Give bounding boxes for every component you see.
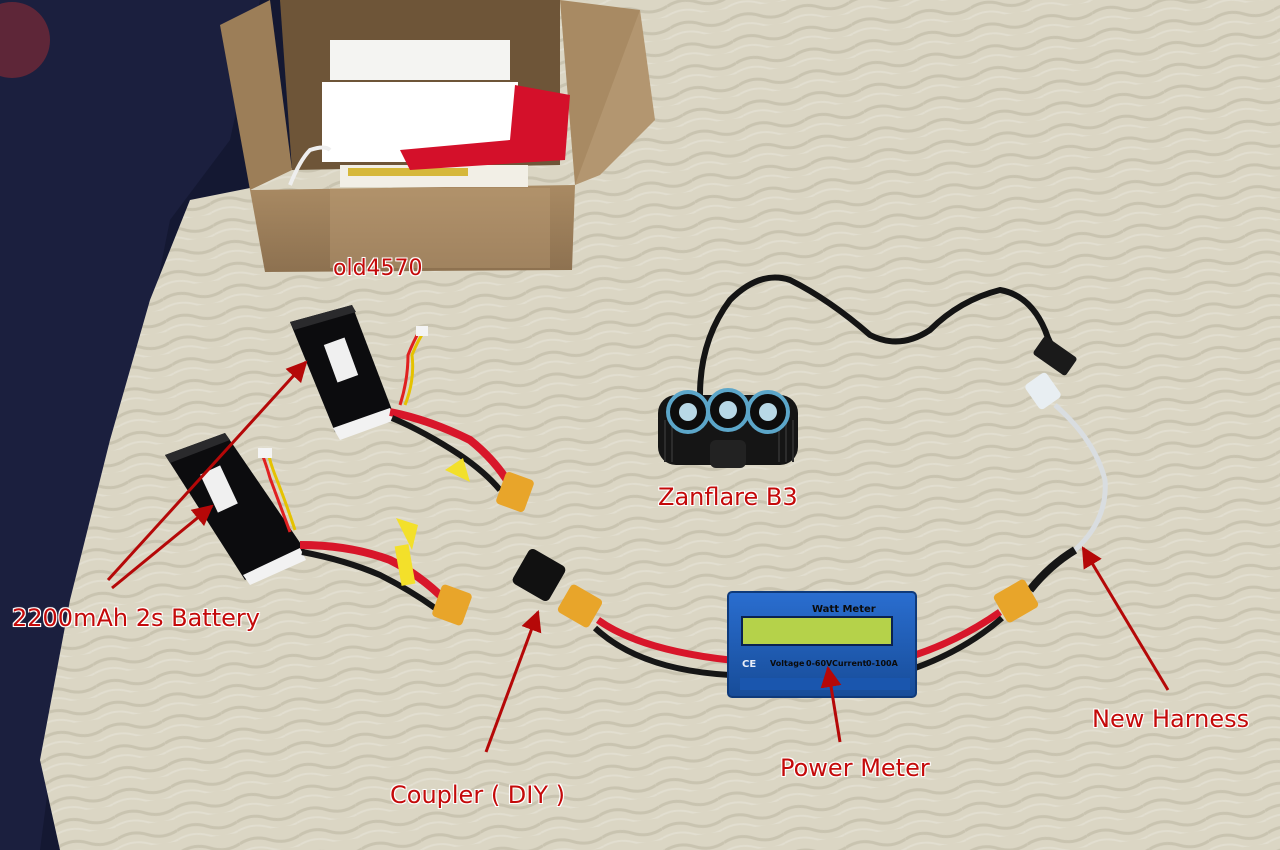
watt-meter: Watt Meter CE Voltage 0-60V Current 0-10…	[727, 591, 917, 698]
battery-label: 2200mAh 2s Battery	[12, 604, 260, 632]
coupler-cable	[512, 549, 731, 678]
annotation-arrows	[106, 360, 1170, 753]
meter-arrow	[820, 665, 842, 743]
coupler-label: Coupler ( DIY )	[390, 781, 566, 809]
light-label: Zanflare B3	[658, 483, 798, 511]
battery-arrow-1	[106, 360, 308, 582]
meter-current-range: 0-100A	[866, 659, 899, 668]
battery-1	[290, 305, 534, 512]
meter-voltage-range: 0-60V	[806, 659, 833, 668]
meter-current-label: Current	[832, 659, 867, 668]
box-label: old4570	[333, 256, 423, 281]
harness-cable	[913, 372, 1108, 671]
battery-2	[165, 433, 472, 626]
meter-ce-mark: CE	[742, 659, 756, 670]
meter-title: Watt Meter	[812, 604, 876, 615]
coupler-arrow	[484, 610, 542, 753]
zanflare-light	[658, 274, 1077, 468]
battery-arrow-2	[111, 504, 214, 590]
harness-label: New Harness	[1092, 705, 1250, 733]
meter-label: Power Meter	[780, 754, 930, 782]
cardboard-box	[220, 0, 655, 272]
harness-arrow	[1081, 546, 1170, 691]
meter-voltage-label: Voltage	[770, 659, 805, 668]
